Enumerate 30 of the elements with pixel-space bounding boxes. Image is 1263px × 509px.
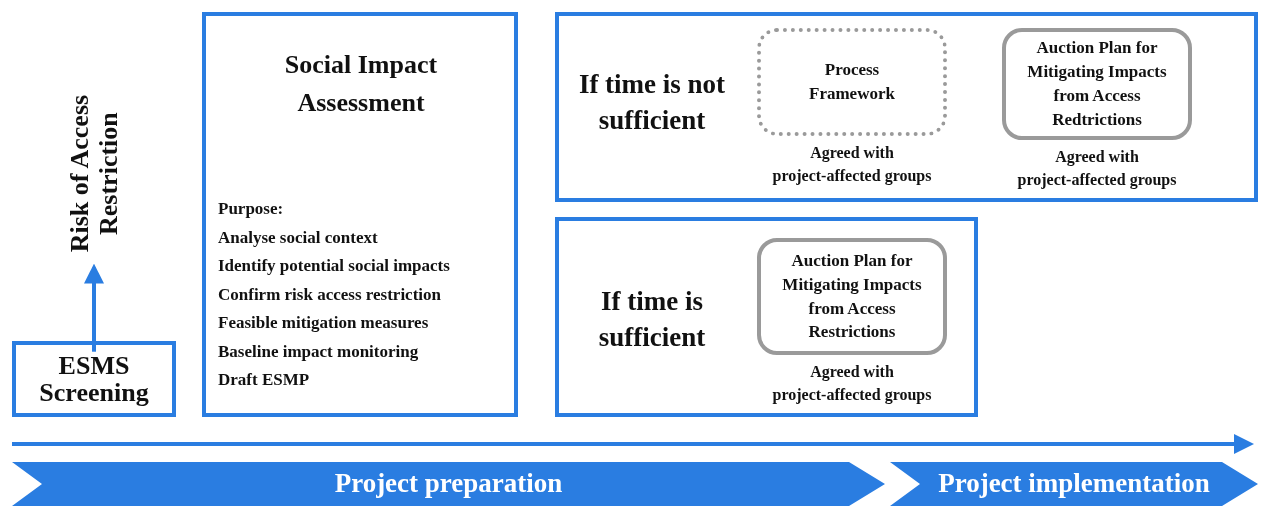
process-box — [12, 341, 176, 417]
box-label: Auction Plan for Mitigating Impacts from Access Redtrictions — [1026, 37, 1168, 131]
box-label: ESMS Screening — [38, 351, 150, 407]
box-heading: Social Impact Assessment — [283, 49, 439, 119]
purpose-item: Purpose: — [218, 199, 284, 220]
purpose-item: Analyse social context — [218, 227, 378, 248]
assessment-box — [202, 12, 518, 417]
dotted-rounded-box — [757, 28, 947, 136]
rotated-label: Risk of Access Restriction — [66, 93, 124, 255]
rounded-box — [1002, 28, 1192, 140]
panel-heading: If time is not sufficient — [577, 68, 727, 138]
purpose-item: Identify potential social impacts — [218, 256, 450, 277]
purpose-item: Baseline impact monitoring — [218, 341, 419, 362]
agreement-note: Agreed with project-affected groups — [771, 362, 933, 406]
phase-label: Project implementation — [937, 467, 1211, 500]
agreement-note: Agreed with project-affected groups — [1016, 147, 1178, 191]
purpose-item: Confirm risk access restriction — [218, 284, 441, 305]
purpose-item: Draft ESMP — [218, 370, 310, 391]
option-panel — [555, 217, 978, 417]
box-label: Auction Plan for Mitigating Impacts from Access Restrictions — [781, 249, 923, 344]
rounded-box — [757, 238, 947, 355]
panel-heading: If time is sufficient — [597, 285, 707, 355]
purpose-item: Feasible mitigation measures — [218, 313, 429, 334]
phase-band — [890, 462, 1258, 506]
option-panel — [555, 12, 1258, 202]
agreement-note: Agreed with project-affected groups — [771, 143, 933, 187]
box-label: Process Framework — [808, 59, 896, 105]
arrow — [84, 263, 104, 352]
phase-band — [12, 462, 885, 506]
phase-label: Project preparation — [333, 467, 564, 500]
